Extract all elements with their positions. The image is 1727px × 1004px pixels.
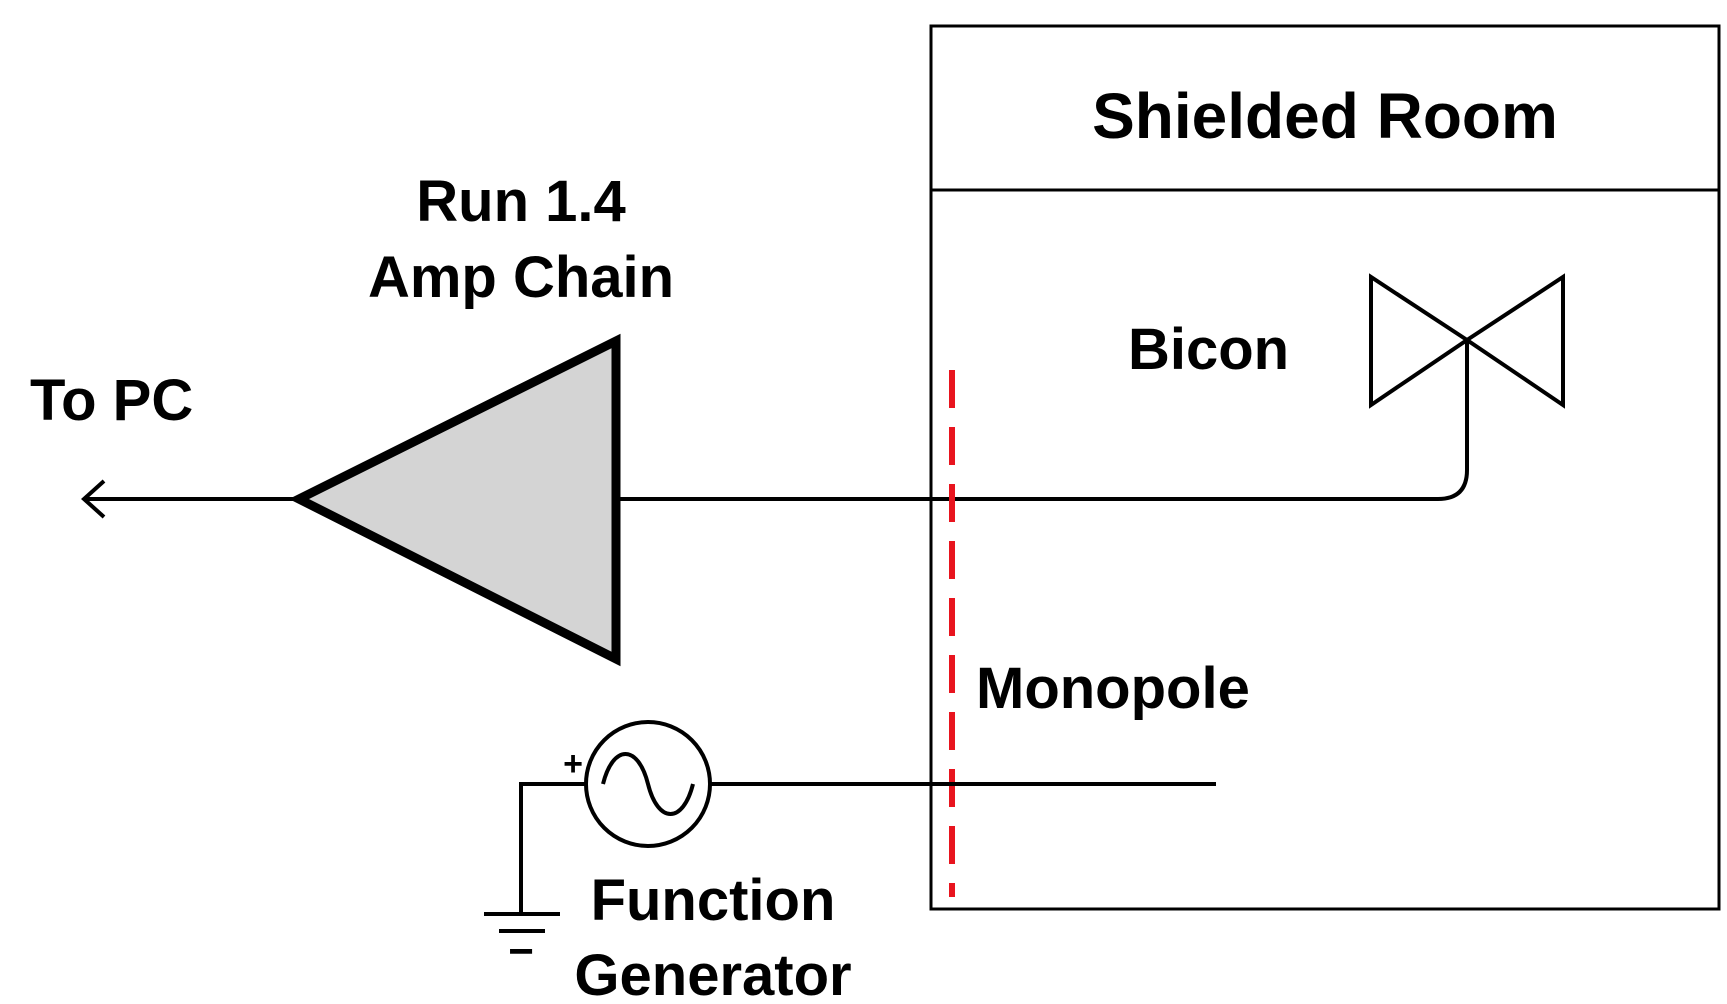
bicon-right-element bbox=[1463, 273, 1565, 409]
to-pc-label: To PC bbox=[30, 368, 193, 433]
arrow-left-icon bbox=[81, 479, 106, 519]
bowtie-antenna-icon bbox=[1369, 273, 1565, 409]
bicon-label: Bicon bbox=[1128, 317, 1289, 382]
function-generator-label-line1: Function bbox=[591, 868, 836, 933]
minus-terminal-label: − bbox=[508, 927, 534, 976]
sine-wave-symbol bbox=[601, 752, 695, 816]
amplifier-triangle-icon bbox=[288, 333, 621, 667]
shielded-room: Shielded Room bbox=[929, 24, 1721, 911]
plus-terminal-label: + bbox=[563, 745, 583, 783]
ground-icon bbox=[484, 912, 560, 933]
bicon-signal-cable bbox=[617, 340, 1469, 501]
shielded-room-outline bbox=[929, 24, 1721, 911]
monopole-label: Monopole bbox=[976, 656, 1250, 721]
amp-chain-label-line2: Amp Chain bbox=[368, 245, 674, 310]
function-generator-label-line2: Generator bbox=[574, 943, 851, 1004]
shielded-room-title: Shielded Room bbox=[1092, 80, 1558, 152]
ac-source-icon bbox=[584, 720, 712, 848]
ground-lead-wire bbox=[519, 782, 586, 914]
bicon-left-element bbox=[1369, 273, 1471, 409]
amp-chain-label-line1: Run 1.4 bbox=[416, 169, 626, 234]
